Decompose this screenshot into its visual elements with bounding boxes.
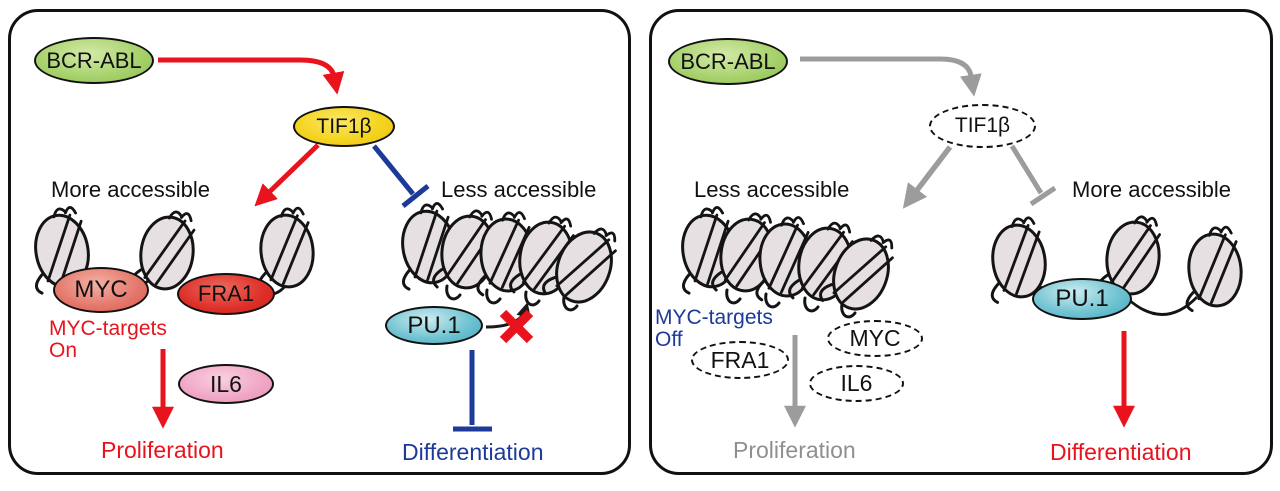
il6-node-left: IL6 xyxy=(178,364,274,404)
myc-targets-label-left: MYC-targets On xyxy=(49,318,167,362)
arrow-bcrabl-to-tif1b-right xyxy=(800,56,982,97)
fra1-node-left: FRA1 xyxy=(177,273,275,315)
bcr-abl-node-right: BCR-ABL xyxy=(668,38,788,85)
red-x-icon xyxy=(499,309,534,344)
fra1-node-right: FRA1 xyxy=(691,341,789,379)
proliferation-label-left: Proliferation xyxy=(101,437,224,463)
bcr-abl-node-left: BCR-ABL xyxy=(34,37,154,84)
proliferation-label-right: Proliferation xyxy=(733,437,856,463)
myc-targets-label-right: MYC-targets Off xyxy=(655,307,773,351)
chromatin-closed-right xyxy=(669,203,902,321)
myc-node-left: MYC xyxy=(53,267,149,313)
myc-targets-text: MYC-targets xyxy=(49,317,167,340)
myc-targets-state: Off xyxy=(655,328,683,351)
il6-node-right: IL6 xyxy=(809,365,904,402)
more-accessible-label-left: More accessible xyxy=(51,177,210,202)
pu1-node-left: PU.1 xyxy=(385,306,483,345)
myc-node-right: MYC xyxy=(827,320,923,357)
pu1-node-right: PU.1 xyxy=(1032,278,1132,320)
inhibit-pu1-to-differentiation xyxy=(453,350,492,432)
myc-targets-state: On xyxy=(49,339,78,362)
arrow-bcrabl-to-tif1b-left xyxy=(158,57,345,95)
differentiation-label-right: Differentiation xyxy=(1050,439,1192,465)
arrow-tif1b-to-open-chromatin xyxy=(254,143,320,207)
inhibit-tif1b-to-closed-chromatin xyxy=(372,144,430,208)
differentiation-label-left: Differentiation xyxy=(402,439,544,465)
nucleosome-icon xyxy=(1177,224,1247,313)
myc-targets-text: MYC-targets xyxy=(655,306,773,329)
tif1b-node-left: TIF1β xyxy=(293,106,395,147)
tif1b-node-right: TIF1β xyxy=(929,104,1036,148)
inhibit-tif1b-to-open-chromatin xyxy=(1009,144,1057,207)
chromatin-closed-left xyxy=(389,199,625,314)
less-accessible-label-right: Less accessible xyxy=(694,177,850,202)
less-accessible-label-left: Less accessible xyxy=(441,177,597,202)
arrow-tif1b-to-closed-chromatin xyxy=(902,145,953,209)
more-accessible-label-right: More accessible xyxy=(1072,177,1231,202)
